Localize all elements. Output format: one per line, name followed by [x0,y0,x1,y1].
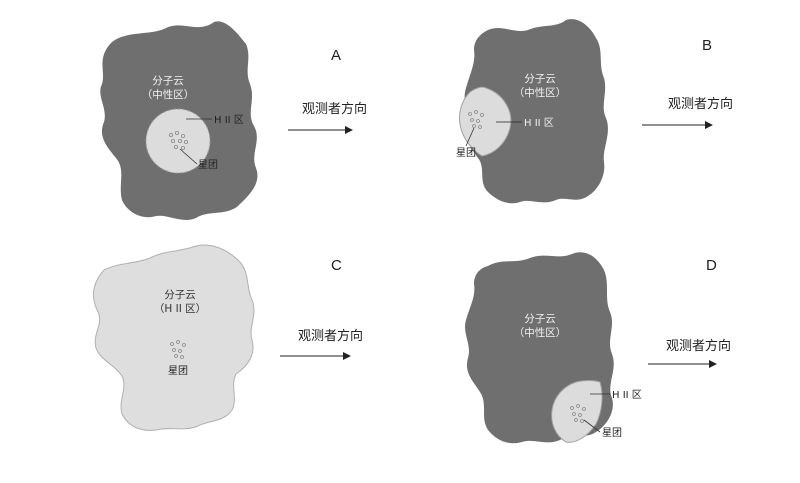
star-cluster-a [168,130,188,150]
panel-letter-a: A [331,47,341,64]
cloud-label-b-line2: （中性区） [514,86,567,99]
cloud-label-d-line1: 分子云 [524,313,556,325]
ionized-cloud-c [93,244,255,431]
cloud-label-a-line1: 分子云 [152,75,184,87]
cloud-label-a-line2: （中性区） [142,88,195,101]
molecular-cloud-b [464,19,608,204]
cluster-leader-d [583,419,601,433]
hii-region-d [551,380,603,443]
hii-label-a: H II 区 [214,114,244,126]
cloud-label-c-line2: （H II 区） [154,303,206,315]
panel-letter-b: B [702,37,712,54]
cloud-label-b-line1: 分子云 [524,73,556,85]
star-cluster-d [570,404,586,423]
panel-b: 分子云 （中性区） H II 区 星团 B 观测者方向 [456,19,733,204]
cluster-label-a: 星团 [198,159,218,171]
cluster-label-d: 星团 [602,427,622,439]
cluster-leader-a [179,148,198,165]
hii-label-d: H II 区 [612,389,642,401]
cloud-label-d-line2: （中性区） [514,326,567,339]
cluster-label-c: 星团 [168,365,188,377]
direction-label-b: 观测者方向 [668,96,733,112]
panel-a: 分子云 （中性区） H II 区 星团 A 观测者方向 [100,21,367,220]
panel-d: 分子云 （中性区） H II 区 星团 D 观测者方向 [465,252,731,444]
panel-c: 分子云 （H II 区） 星团 C 观测者方向 [93,244,363,431]
direction-label-d: 观测者方向 [666,338,731,354]
star-cluster-c [170,340,186,359]
hii-label-b: H II 区 [524,117,554,129]
cluster-leader-b [465,127,475,147]
cluster-label-b: 星团 [456,147,476,159]
direction-label-a: 观测者方向 [302,101,367,117]
star-cluster-b [468,110,484,129]
direction-label-c: 观测者方向 [298,328,363,344]
hii-region-b [459,86,512,157]
panel-letter-d: D [706,257,717,274]
cloud-label-c-line1: 分子云 [164,289,196,301]
panel-letter-c: C [331,257,342,274]
